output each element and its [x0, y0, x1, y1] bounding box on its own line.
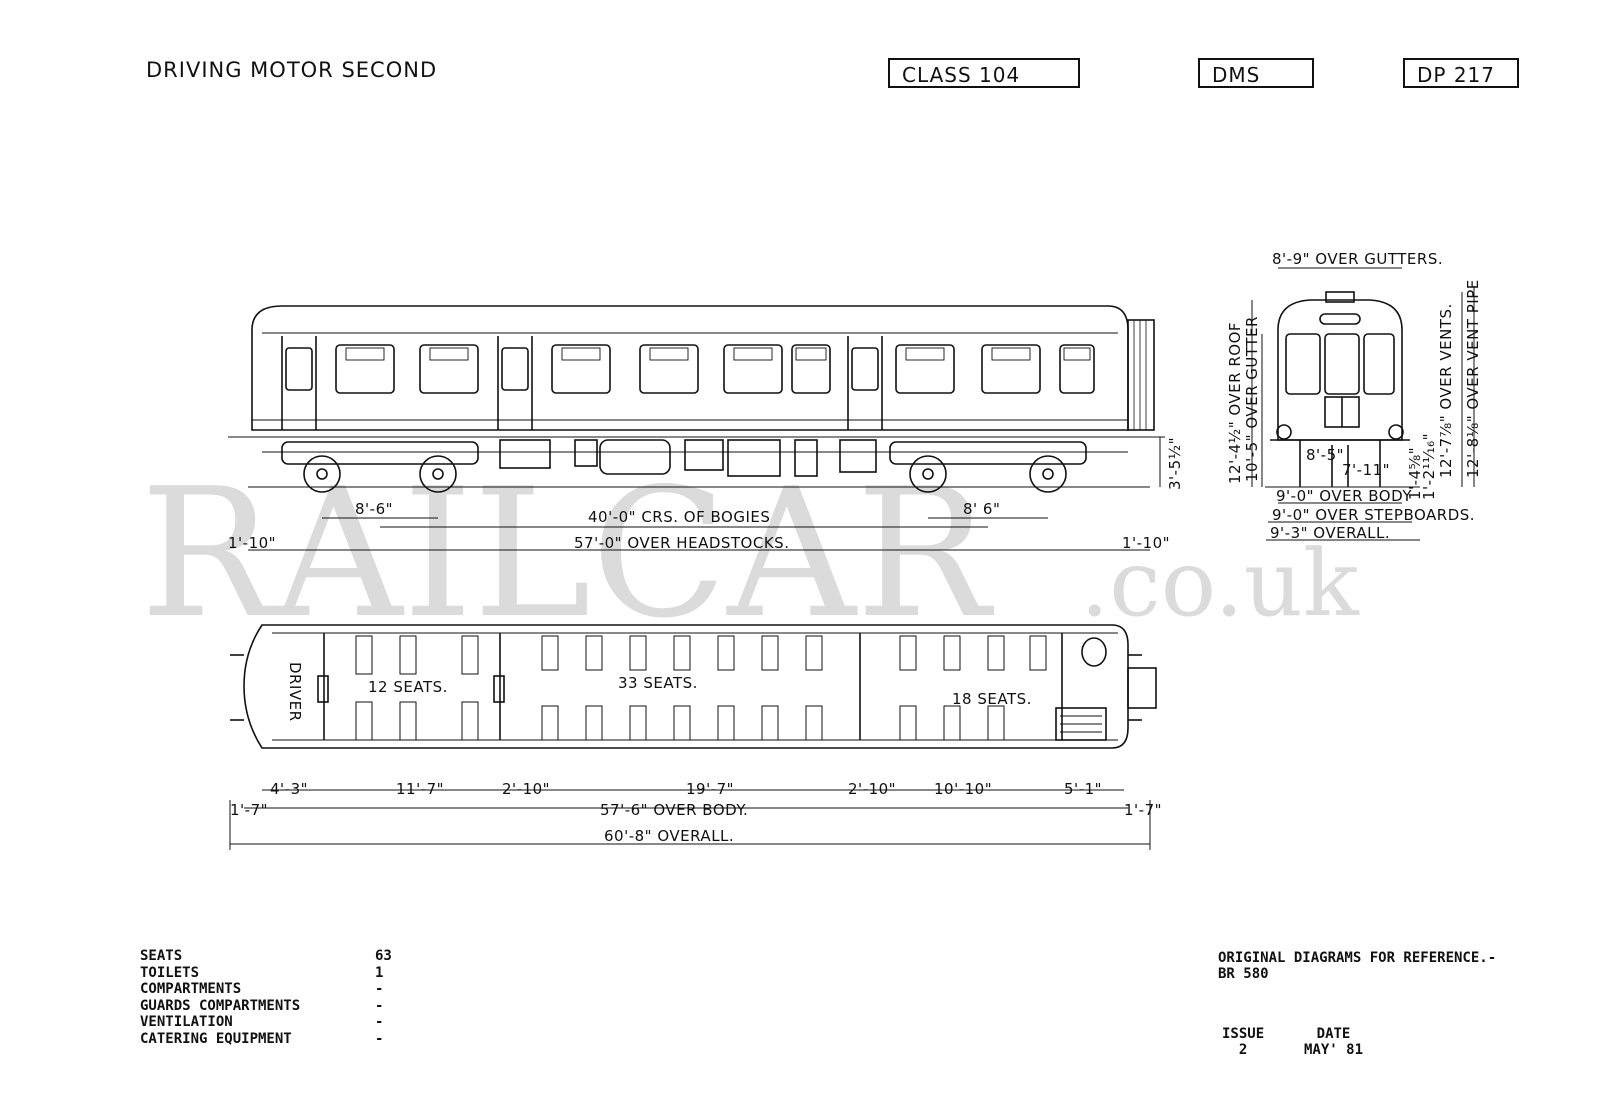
plan-seats-first: 12 SEATS.: [368, 678, 448, 696]
plan-driver-label: DRIVER: [286, 662, 304, 722]
end-overall-dim: 9'-3" OVERALL.: [1270, 524, 1390, 542]
end-step-height-dim: 1'-4⅝": [1406, 447, 1424, 500]
end-over-stepboards-dim: 9'-0" OVER STEPBOARDS.: [1272, 506, 1475, 524]
plan-overall: 60'-8" OVERALL.: [604, 827, 734, 845]
end-inner-width2-dim: 7'-11": [1342, 461, 1390, 479]
date-label: DATE: [1316, 1026, 1351, 1042]
issue-block: ISSUE 2: [1222, 1026, 1264, 1058]
side-height-dim: 3'-5½": [1166, 437, 1184, 490]
end-inner-width-dim: 8'-5": [1306, 446, 1344, 464]
stats-row: GUARDS COMPARTMENTS-: [140, 997, 384, 1014]
end-elevation: [1251, 267, 1475, 541]
watermark-main: RAILCAR: [140, 450, 995, 657]
end-over-vent-pipe-dim: 12'-8⅛" OVER VENT PIPE: [1464, 279, 1482, 478]
plan-seats-second: 33 SEATS.: [618, 674, 698, 692]
side-bogie-left-dim: 8'-6": [355, 500, 393, 518]
plan-dim-e: 2'-10": [848, 780, 896, 798]
side-elevation: [228, 305, 1165, 551]
stats-row: CATERING EQUIPMENT-: [140, 1030, 384, 1047]
reference-line-1: ORIGINAL DIAGRAMS FOR REFERENCE.-: [1218, 950, 1497, 966]
plan-seats-third: 18 SEATS.: [952, 690, 1032, 708]
date-value: MAY' 81: [1304, 1042, 1364, 1058]
diagram-number-box: DP 217: [1403, 58, 1519, 88]
plan-dim-b: 11'-7": [396, 780, 444, 798]
stats-row: COMPARTMENTS-: [140, 981, 384, 997]
side-over-headstocks-dim: 57'-0" OVER HEADSTOCKS.: [574, 534, 789, 552]
side-end-left-dim: 1'-10": [228, 534, 276, 552]
reference-line-2: BR 580: [1218, 966, 1269, 982]
side-bogie-right-dim: 8' 6": [963, 500, 1000, 518]
issue-label: ISSUE: [1222, 1026, 1265, 1042]
plan-dim-g: 5'-1": [1064, 780, 1102, 798]
end-over-roof-dim: 12'-4½" OVER ROOF: [1226, 322, 1244, 484]
end-step-height2-dim: 1'-2¹¹⁄₁₆": [1420, 433, 1438, 500]
date-block: DATE MAY' 81: [1304, 1026, 1363, 1058]
class-box: CLASS 104: [888, 58, 1080, 88]
plan-over-body: 57'-6" OVER BODY.: [600, 801, 748, 819]
type-box: DMS: [1198, 58, 1314, 88]
plan-dim-a: 4'-3": [270, 780, 308, 798]
plan-dim-d: 19'-7": [686, 780, 734, 798]
watermark-suffix: .co.uk: [1080, 530, 1360, 637]
stats-row: VENTILATION-: [140, 1014, 384, 1030]
reference-note: ORIGINAL DIAGRAMS FOR REFERENCE.- BR 580: [1218, 950, 1496, 982]
plan-end-right: 1'-7": [1124, 801, 1162, 819]
end-over-vents-dim: 12'-7⅞" OVER VENTS.: [1437, 303, 1455, 478]
issue-value: 2: [1238, 1042, 1248, 1058]
plan-dim-f: 10'-10": [934, 780, 992, 798]
diagram-title: DRIVING MOTOR SECOND: [146, 58, 438, 82]
side-end-right-dim: 1'-10": [1122, 534, 1170, 552]
end-over-gutter-dim: 10'-5" OVER GUTTER: [1243, 316, 1261, 482]
plan-dim-c: 2'-10": [502, 780, 550, 798]
end-over-gutters-dim: 8'-9" OVER GUTTERS.: [1272, 250, 1443, 268]
end-over-body-dim: 9'-0" OVER BODY: [1276, 487, 1412, 505]
side-bogie-centres-dim: 40'-0" CRS. OF BOGIES: [588, 508, 770, 526]
plan-view: [229, 624, 1157, 850]
plan-end-left: 1'-7": [230, 801, 268, 819]
